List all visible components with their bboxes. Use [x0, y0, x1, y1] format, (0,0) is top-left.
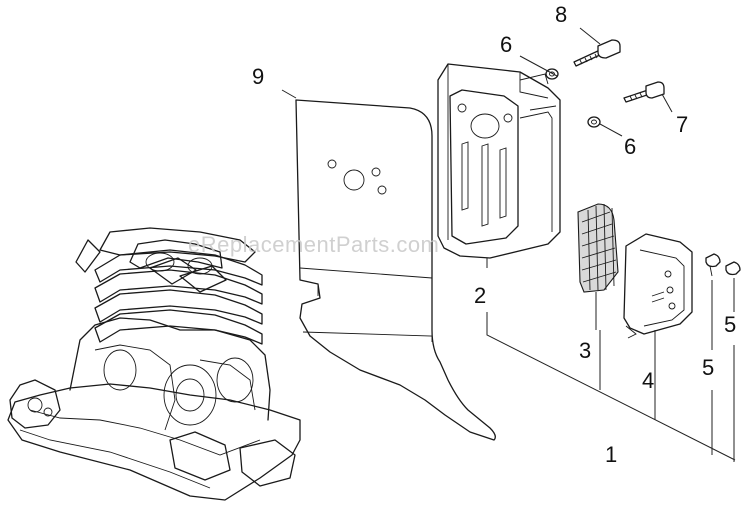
- muffler-cover: [623, 233, 693, 339]
- callout-5-right: 5: [724, 312, 737, 337]
- callout-6-upper: 6: [500, 32, 513, 57]
- bolt-7: [623, 81, 665, 103]
- callout-7: 7: [676, 112, 689, 137]
- callout-6-lower: 6: [624, 134, 637, 159]
- engine-block: [7, 227, 301, 501]
- watermark-text: eReplacementParts.com: [188, 232, 440, 257]
- leader-lines: [281, 27, 736, 462]
- callout-1: 1: [605, 442, 618, 467]
- muffler-body: [437, 63, 561, 259]
- heat-shield-plate: [295, 99, 496, 441]
- bolt-8: [573, 39, 621, 67]
- spark-arrestor-screen: [577, 203, 619, 293]
- callout-3: 3: [579, 338, 592, 363]
- callout-8: 8: [555, 2, 568, 27]
- screw-5-right: [725, 261, 741, 276]
- screw-5-left: [705, 253, 721, 277]
- callout-2: 2: [474, 283, 487, 308]
- callout-5-left: 5: [702, 355, 715, 380]
- washer-6-lower: [587, 116, 601, 128]
- callout-4: 4: [642, 368, 655, 393]
- callout-9: 9: [252, 64, 265, 89]
